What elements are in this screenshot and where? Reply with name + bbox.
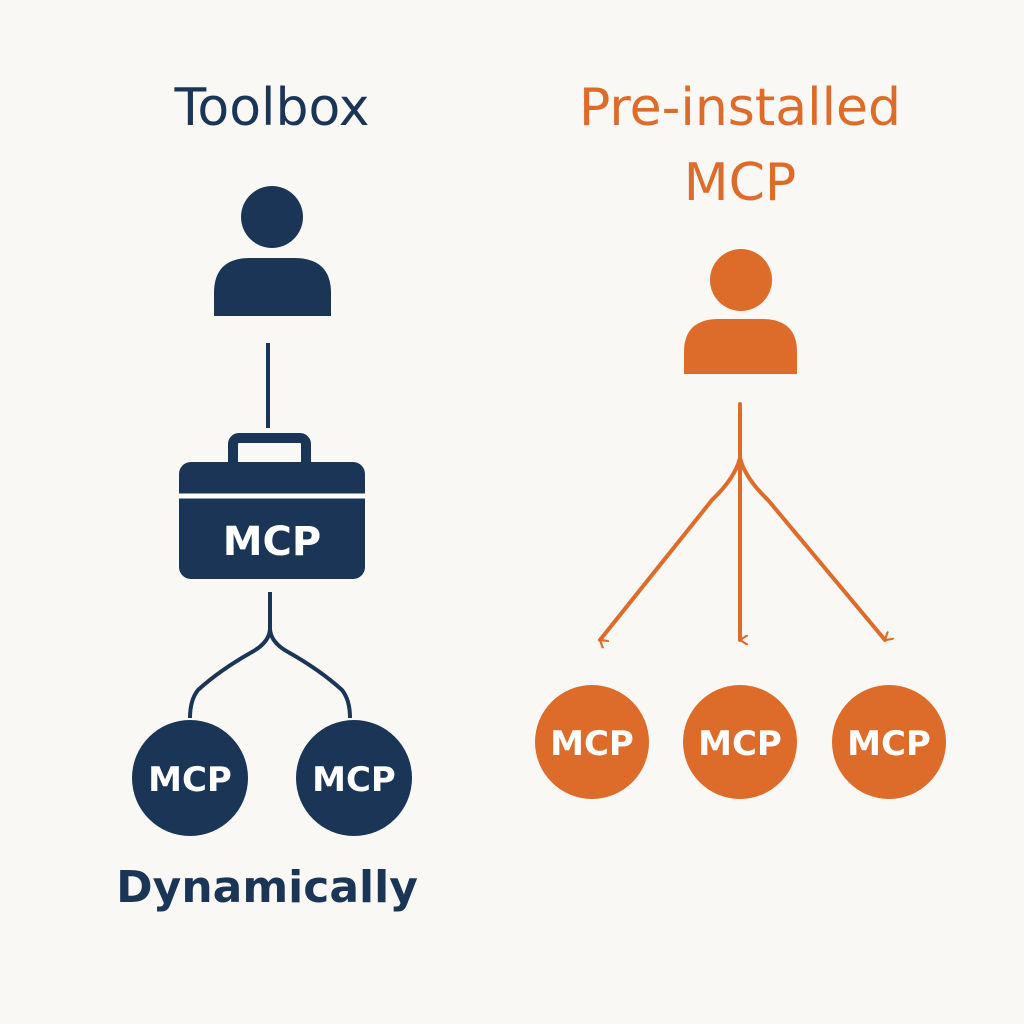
preinstalled-arrows bbox=[598, 402, 885, 642]
toolbox-caption: Dynamically bbox=[116, 862, 418, 913]
toolbox-title: Toolbox bbox=[174, 78, 370, 138]
arrow-left bbox=[598, 456, 742, 640]
person-icon bbox=[684, 249, 797, 374]
person-icon bbox=[214, 186, 331, 316]
preinstalled-title-line2: MCP bbox=[684, 153, 797, 213]
preinstalled-title-line1: Pre-installed bbox=[579, 78, 901, 138]
briefcase-label: MCP bbox=[223, 519, 321, 565]
briefcase-icon: MCP bbox=[179, 433, 365, 579]
toolbox-branch-connectors bbox=[188, 592, 352, 719]
toolbox-mcp-node: MCP bbox=[296, 720, 412, 836]
preinstalled-node-label: MCP bbox=[698, 724, 782, 764]
preinstalled-node-label: MCP bbox=[550, 724, 634, 764]
preinstalled-mcp-node: MCP bbox=[832, 685, 946, 799]
toolbox-node-label: MCP bbox=[148, 760, 232, 800]
toolbox-node-label: MCP bbox=[312, 760, 396, 800]
arrow-right bbox=[738, 456, 885, 642]
preinstalled-node-label: MCP bbox=[847, 724, 931, 764]
toolbox-mcp-node: MCP bbox=[132, 720, 248, 836]
toolbox-panel: Toolbox MCP MCP bbox=[116, 78, 418, 913]
preinstalled-mcp-node: MCP bbox=[683, 685, 797, 799]
preinstalled-mcp-node: MCP bbox=[535, 685, 649, 799]
preinstalled-panel: Pre-installed MCP MCP MCP bbox=[535, 78, 946, 799]
